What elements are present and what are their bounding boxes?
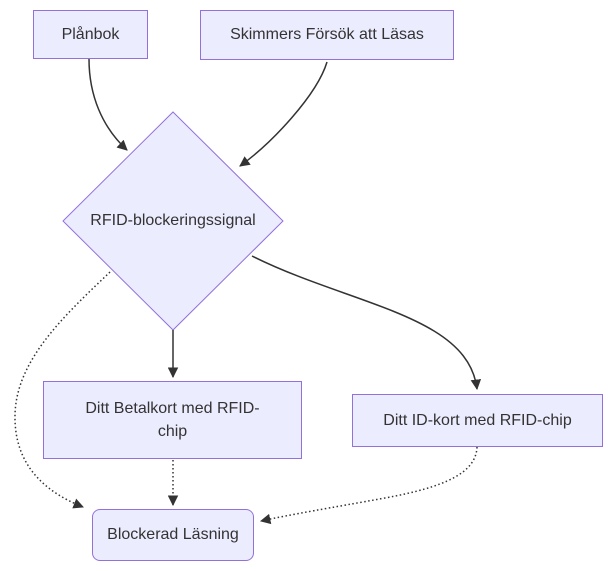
node-betalkort-label: Ditt Betalkort med RFID-chip [85, 399, 260, 440]
node-idkort-label: Ditt ID-kort med RFID-chip [383, 411, 572, 429]
node-decision-label: RFID-blockeringssignal [90, 212, 256, 229]
node-skimmers: Skimmers Försök att Läsas [200, 10, 454, 60]
node-skimmers-label: Skimmers Försök att Läsas [230, 26, 424, 44]
edge-idkort-to-blockerad [259, 446, 478, 525]
edge-planbok-to-decision [88, 58, 128, 151]
node-idkort: Ditt ID-kort med RFID-chip [352, 394, 603, 447]
edge-decision-to-blockerad [14, 271, 111, 509]
node-blockerad-label: Blockerad Läsning [107, 526, 239, 544]
edge-skimmers-to-decision [239, 61, 328, 167]
node-planbok: Plånbok [33, 10, 148, 59]
edge-decision-to-idkort [251, 255, 482, 391]
node-decision-label-container: RFID-blockeringssignal [73, 204, 273, 238]
node-planbok-label: Plånbok [61, 25, 120, 43]
node-betalkort: Ditt Betalkort med RFID-chip [43, 381, 302, 459]
node-blockerad: Blockerad Läsning [92, 509, 254, 561]
